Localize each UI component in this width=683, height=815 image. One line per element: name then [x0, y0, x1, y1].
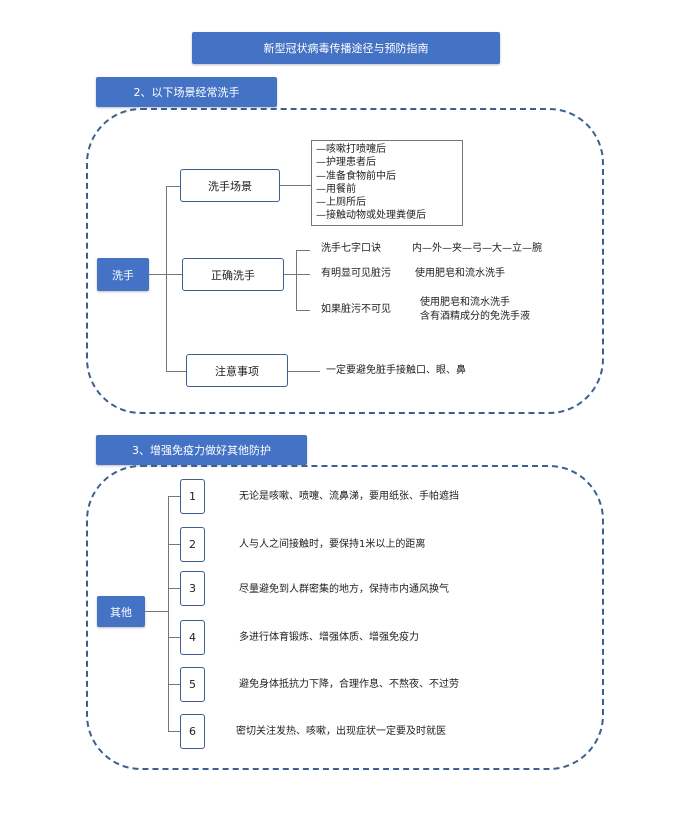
connector: [296, 310, 310, 311]
item-number-3: 3: [180, 571, 205, 606]
list-item: —护理患者后: [316, 157, 376, 169]
condition-seven-rules: 洗手七字口诀: [321, 243, 381, 254]
item-text-4: 多进行体育锻炼、增强体质、增强免疫力: [239, 632, 419, 643]
connector: [149, 274, 166, 275]
connector: [168, 544, 180, 545]
section2-header: 2、以下场景经常洗手: [96, 77, 277, 107]
connector: [166, 186, 167, 372]
item-number-1: 1: [180, 479, 205, 514]
notes-text: 一定要避免脏手接触口、眼、鼻: [326, 365, 466, 376]
item-number-6: 6: [180, 714, 205, 749]
method-invisible-dirt-2: 含有酒精成分的免洗手液: [420, 311, 530, 322]
section3-root-node: 其他: [97, 596, 145, 627]
connector: [166, 186, 180, 187]
connector: [168, 637, 180, 638]
connector: [288, 371, 320, 372]
connector: [296, 274, 310, 275]
branch-correct-wash: 正确洗手: [182, 258, 284, 291]
connector: [296, 250, 297, 311]
item-number-4: 4: [180, 620, 205, 655]
list-item: —用餐前: [316, 183, 356, 195]
item-number-5: 5: [180, 667, 205, 702]
section3-header: 3、增强免疫力做好其他防护: [96, 435, 307, 465]
branch-wash-scene: 洗手场景: [180, 169, 280, 202]
connector: [284, 274, 296, 275]
list-item: —上厕所后: [316, 197, 366, 209]
connector: [168, 496, 180, 497]
condition-invisible-dirt: 如果脏污不可见: [321, 304, 391, 315]
connector: [168, 496, 169, 732]
connector: [280, 185, 311, 186]
item-text-2: 人与人之间接触时，要保持1米以上的距离: [239, 539, 426, 550]
item-text-6: 密切关注发热、咳嗽，出现症状一定要及时就医: [236, 726, 446, 737]
list-item: —接触动物或处理粪便后: [316, 210, 426, 222]
connector: [168, 731, 180, 732]
connector: [168, 588, 180, 589]
branch-notes: 注意事项: [186, 354, 288, 387]
section2-frame: [86, 108, 604, 414]
item-number-2: 2: [180, 527, 205, 562]
list-item: —准备食物前中后: [316, 170, 396, 182]
connector: [166, 274, 182, 275]
method-visible-dirt: 使用肥皂和流水洗手: [415, 268, 505, 279]
condition-visible-dirt: 有明显可见脏污: [321, 268, 391, 279]
section2-root-node: 洗手: [97, 258, 149, 291]
list-item: —咳嗽打喷嚏后: [316, 144, 386, 155]
connector: [166, 371, 186, 372]
section3-frame: [86, 465, 604, 770]
method-seven-rules: 内—外—夹—弓—大—立—腕: [412, 243, 542, 254]
page-title: 新型冠状病毒传播途径与预防指南: [192, 32, 500, 64]
connector: [145, 611, 168, 612]
connector: [296, 250, 310, 251]
method-invisible-dirt-1: 使用肥皂和流水洗手: [420, 297, 510, 308]
connector: [168, 684, 180, 685]
wash-scene-list: —咳嗽打喷嚏后 —护理患者后 —准备食物前中后 —用餐前 —上厕所后 —接触动物…: [311, 140, 463, 226]
item-text-3: 尽量避免到人群密集的地方，保持市内通风换气: [239, 584, 449, 595]
item-text-5: 避免身体抵抗力下降，合理作息、不熬夜、不过劳: [239, 679, 459, 690]
item-text-1: 无论是咳嗽、喷嚏、流鼻涕，要用纸张、手帕遮挡: [239, 491, 459, 502]
